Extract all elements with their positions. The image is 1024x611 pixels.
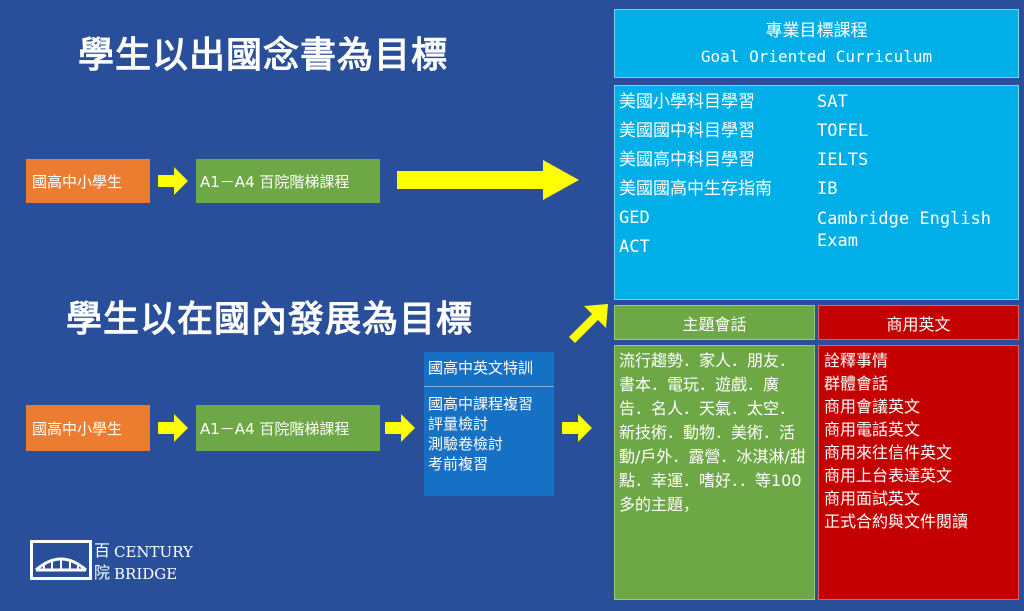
training-item: 考前複習 — [428, 455, 489, 473]
heading-domestic-development: 學生以在國內發展為目標 — [66, 299, 474, 340]
arrow-right-icon — [385, 414, 415, 442]
goal-curriculum-title-en: Goal Oriented Curriculum — [700, 46, 933, 66]
bridge-icon — [30, 540, 92, 580]
exam-item: IB — [817, 179, 838, 199]
exam-item: SAT — [817, 92, 848, 112]
logo-cn-top: 百 — [94, 541, 111, 560]
exam-item: Cambridge English Exam — [817, 209, 991, 251]
students-box-domestic: 國高中小學生 — [26, 405, 150, 451]
conversation-body: 流行趨勢．家人．朋友．書本．電玩．遊戲．廣告．名人．天氣．太空．新技術．動物．美… — [614, 345, 815, 600]
english-training-box: 國高中英文特訓 國高中課程複習 評量檢討 測驗卷檢討 考前複習 — [424, 352, 554, 496]
training-item: 測驗卷檢討 — [428, 435, 504, 453]
business-item: 商用上台表達英文 — [824, 466, 953, 485]
arrow-right-long-icon — [397, 160, 579, 200]
goal-curriculum-body: 美國小學科目學習 美國國中科目學習 美國高中科目學習 美國國高中生存指南 GED… — [614, 85, 1019, 300]
training-item: 國高中課程複習 — [428, 395, 534, 413]
goal-item: 美國國中科目學習 — [619, 121, 755, 141]
business-item: 商用面試英文 — [824, 489, 921, 508]
divider — [424, 386, 554, 387]
business-item: 商用電話英文 — [824, 420, 921, 439]
arrow-up-right-icon — [568, 304, 608, 344]
goal-curriculum-title-zh: 專業目標課程 — [765, 20, 868, 41]
goal-curriculum-header: 專業目標課程 Goal Oriented Curriculum — [614, 9, 1019, 78]
students-box-abroad: 國高中小學生 — [26, 159, 150, 203]
goal-item: 美國高中科目學習 — [619, 150, 755, 170]
business-item: 群體會話 — [824, 374, 889, 393]
ladder-course-box-domestic: A1－A4 百院階梯課程 — [196, 405, 380, 451]
ladder-course-box-abroad: A1－A4 百院階梯課程 — [196, 159, 380, 203]
goal-left-column: 美國小學科目學習 美國國中科目學習 美國高中科目學習 美國國高中生存指南 GED… — [619, 88, 815, 262]
conversation-header: 主題會話 — [614, 305, 815, 340]
business-english-body: 詮釋事情 群體會話 商用會議英文 商用電話英文 商用來往信件英文 商用上台表達英… — [818, 345, 1019, 600]
logo-cn-bottom: 院 — [94, 563, 111, 582]
business-item: 詮釋事情 — [824, 351, 889, 370]
arrow-right-icon — [158, 167, 188, 195]
business-english-header: 商用英文 — [818, 305, 1019, 340]
goal-right-column: SAT TOFEL IELTS IB Cambridge English Exa… — [817, 88, 1017, 252]
logo-en-top: CENTURY — [114, 543, 193, 561]
business-item: 商用來往信件英文 — [824, 443, 953, 462]
business-item: 商用會議英文 — [824, 397, 921, 416]
goal-item: 美國小學科目學習 — [619, 92, 755, 112]
goal-item: 美國國高中生存指南 — [619, 179, 772, 199]
exam-item: IELTS — [817, 150, 869, 170]
training-title: 國高中英文特訓 — [428, 359, 534, 377]
arrow-right-icon — [158, 414, 188, 442]
training-item: 評量檢討 — [428, 415, 489, 433]
goal-item: GED — [619, 208, 650, 228]
logo-en-bottom: BRIDGE — [114, 565, 178, 583]
heading-study-abroad: 學生以出國念書為目標 — [78, 35, 449, 76]
goal-item: ACT — [619, 237, 650, 257]
exam-item: TOFEL — [817, 121, 869, 141]
business-item: 正式合約與文件閱讀 — [824, 512, 969, 531]
century-bridge-logo: 百 院 CENTURY BRIDGE — [26, 538, 202, 586]
arrow-right-icon — [562, 414, 592, 442]
